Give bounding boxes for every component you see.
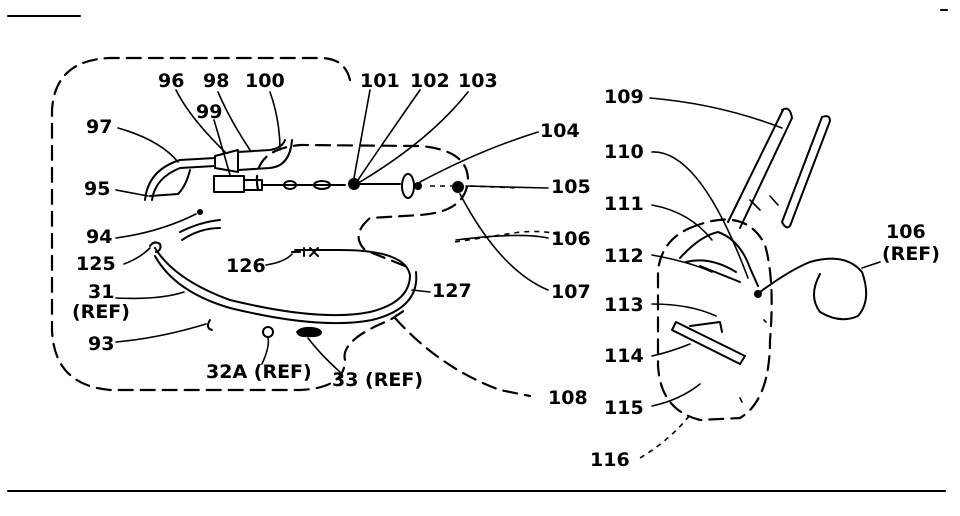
hose-126 [291,247,319,257]
bracket-112 [699,265,741,283]
part-104-dot [414,182,422,190]
label-112: 112 [604,245,644,267]
bracket-111 [679,231,759,287]
fitting-95 [149,169,191,197]
label-106-ref: 106 [886,221,926,243]
label-96: 96 [158,70,184,92]
label-99: 99 [196,101,222,123]
wand-109 [727,107,793,229]
part-105 [452,181,464,193]
shaft-bead-2 [313,180,331,190]
hose-ring-125 [149,241,162,253]
wand-shading [749,195,779,211]
label-104: 104 [540,120,580,142]
label-97: 97 [86,116,112,138]
part-32a [262,326,274,338]
label-127: 127 [432,280,472,302]
label-31-ref: (REF) [72,301,130,323]
leader-lines [115,89,881,407]
label-101: 101 [360,70,400,92]
label-109: 109 [604,86,644,108]
right-assembly-outline [656,218,773,422]
label-107: 107 [551,281,591,303]
hose-97 [144,157,216,201]
label-106-ref-note: (REF) [882,243,940,265]
leader-116 [639,414,691,459]
label-100: 100 [245,70,285,92]
label-105: 105 [551,176,591,198]
hose-96-98 [237,139,293,171]
label-108: 108 [548,387,588,409]
wand-110 [781,115,831,229]
label-103: 103 [458,70,498,92]
label-115: 115 [604,397,644,419]
left-outline-tail [393,316,532,398]
part-33 [296,326,322,338]
part-104 [401,173,415,199]
label-31: 31 [88,281,114,303]
label-33: 33 (REF) [332,369,423,391]
label-95: 95 [84,178,110,200]
label-110: 110 [604,141,644,163]
plate-113 [689,321,723,333]
left-assembly-outline [50,56,407,392]
label-126: 126 [226,255,266,277]
hose-outline-dashed [255,143,470,270]
part-112-dot [763,319,767,323]
label-94: 94 [86,226,112,248]
hose-31 [179,219,221,241]
hose-97-end [214,149,239,173]
label-113: 113 [604,294,644,316]
coupling-99-body [243,179,263,191]
part-94 [197,209,203,215]
label-98: 98 [203,70,229,92]
label-111: 111 [604,193,644,215]
label-102: 102 [410,70,450,92]
part-102 [348,178,360,190]
label-116: 116 [590,449,630,471]
hose-127 [154,247,418,325]
coupling-99 [213,175,245,193]
label-93: 93 [88,333,114,355]
part-115-dot [739,397,743,403]
label-106: 106 [551,228,591,250]
label-114: 114 [604,345,644,367]
label-32a: 32A (REF) [206,361,312,383]
hose-93 [206,319,213,331]
label-125: 125 [76,253,116,275]
plate-114 [671,321,746,365]
hose-106-ref [759,257,868,321]
shaft-bead-1 [283,180,297,190]
under-hose-dashed [454,230,561,243]
